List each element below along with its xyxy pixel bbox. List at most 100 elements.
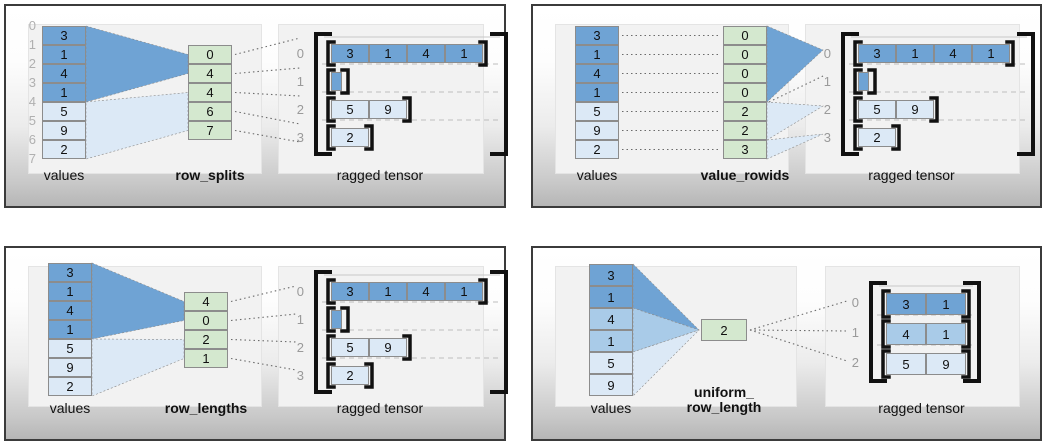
value-cell: 5 <box>589 352 633 374</box>
row-index-label: 3 <box>823 130 831 145</box>
row-index-label: 1 <box>823 74 831 89</box>
value-cell: 4 <box>575 64 619 83</box>
tensor-caption-uniform-row-length: ragged tensor <box>878 400 965 416</box>
values-caption-row-lengths: values <box>49 400 91 416</box>
partition-cell: 0 <box>723 45 767 64</box>
tensor-cell: 9 <box>896 100 934 119</box>
row-index-label: 0 <box>296 46 304 61</box>
partition-cell: 2 <box>701 319 747 341</box>
value-index-label: 4 <box>28 94 36 109</box>
value-cell: 9 <box>589 374 633 396</box>
tensor-cell: 1 <box>926 323 966 345</box>
value-index-label: 0 <box>28 18 36 33</box>
tensor-cell: 1 <box>896 44 934 63</box>
row-index-label: 1 <box>296 312 304 327</box>
values-caption-value-rowids: values <box>576 167 618 183</box>
partition-caption-line2: row_length <box>686 398 762 415</box>
value-index-label: 2 <box>28 56 36 71</box>
tensor-cell: 4 <box>407 282 445 301</box>
tensor-cell: 4 <box>886 323 926 345</box>
value-cell: 5 <box>575 102 619 121</box>
partition-cell: 6 <box>188 102 232 121</box>
value-cell: 1 <box>48 320 92 339</box>
tensor-cell: 5 <box>858 100 896 119</box>
value-cell: 1 <box>575 83 619 102</box>
row-index-label: 1 <box>296 74 304 89</box>
tensor-cell: 5 <box>331 100 369 119</box>
value-cell: 1 <box>42 45 86 64</box>
row-index-label: 0 <box>823 46 831 61</box>
value-cell: 3 <box>589 264 633 286</box>
tensor-cell-empty <box>331 310 342 329</box>
partition-caption-line1: uniform_ <box>694 384 754 400</box>
value-index-label: 5 <box>28 113 36 128</box>
tensor-cell: 4 <box>934 44 972 63</box>
partition-cell: 2 <box>184 330 228 349</box>
tensor-cell: 1 <box>445 282 483 301</box>
value-cell: 3 <box>48 263 92 282</box>
partition-cell: 0 <box>188 45 232 64</box>
partition-caption-row-splits: row_splits <box>175 167 245 183</box>
partition-cell: 4 <box>188 83 232 102</box>
tensor-cell: 1 <box>926 293 966 315</box>
value-index-label: 7 <box>28 151 36 166</box>
tensor-cell: 1 <box>445 44 483 63</box>
row-index-label: 2 <box>823 102 831 117</box>
row-index-label: 2 <box>296 340 304 355</box>
tensor-cell: 9 <box>926 353 966 375</box>
value-cell: 9 <box>42 121 86 140</box>
partition-cell: 3 <box>723 140 767 159</box>
partition-cell: 4 <box>188 64 232 83</box>
partition-caption-value-rowids: value_rowids <box>700 167 790 183</box>
tensor-cell: 9 <box>369 338 407 357</box>
tensor-cell: 5 <box>331 338 369 357</box>
tensor-cell-empty <box>331 72 342 91</box>
row-index-label: 2 <box>296 102 304 117</box>
row-index-label: 1 <box>851 325 859 340</box>
value-cell: 2 <box>575 140 619 159</box>
tensor-caption-value-rowids: ragged tensor <box>868 167 955 183</box>
partition-cell: 4 <box>184 292 228 311</box>
value-cell: 9 <box>48 358 92 377</box>
row-index-label: 0 <box>296 284 304 299</box>
values-caption-row-splits: values <box>43 167 85 183</box>
value-index-label: 3 <box>28 75 36 90</box>
value-cell: 4 <box>42 64 86 83</box>
tensor-cell: 3 <box>886 293 926 315</box>
value-index-label: 1 <box>28 37 36 52</box>
partition-cell: 2 <box>723 102 767 121</box>
tensor-cell: 3 <box>331 282 369 301</box>
partition-cell: 7 <box>188 121 232 140</box>
value-cell: 4 <box>589 308 633 330</box>
value-cell: 5 <box>48 339 92 358</box>
value-index-label: 6 <box>28 132 36 147</box>
tensor-cell: 9 <box>369 100 407 119</box>
value-cell: 1 <box>42 83 86 102</box>
partition-cell: 0 <box>723 64 767 83</box>
value-cell: 3 <box>42 26 86 45</box>
values-caption-uniform-row-length: values <box>590 400 632 416</box>
tensor-cell: 1 <box>369 282 407 301</box>
tensor-caption-row-splits: ragged tensor <box>336 167 424 183</box>
value-cell: 1 <box>589 330 633 352</box>
row-index-label: 3 <box>296 130 304 145</box>
tensor-cell-empty <box>858 72 869 91</box>
tensor-cell: 1 <box>369 44 407 63</box>
partition-cell: 0 <box>184 311 228 330</box>
tensor-caption-row-lengths: ragged tensor <box>336 400 424 416</box>
value-cell: 3 <box>575 26 619 45</box>
value-cell: 1 <box>589 286 633 308</box>
row-index-label: 3 <box>296 368 304 383</box>
tensor-cell: 2 <box>331 366 369 385</box>
value-cell: 9 <box>575 121 619 140</box>
value-cell: 1 <box>48 282 92 301</box>
partition-cell: 0 <box>723 26 767 45</box>
partition-caption-uniform-row-length: uniform_row_length <box>649 385 799 414</box>
row-index-label: 2 <box>851 355 859 370</box>
tensor-cell: 4 <box>407 44 445 63</box>
